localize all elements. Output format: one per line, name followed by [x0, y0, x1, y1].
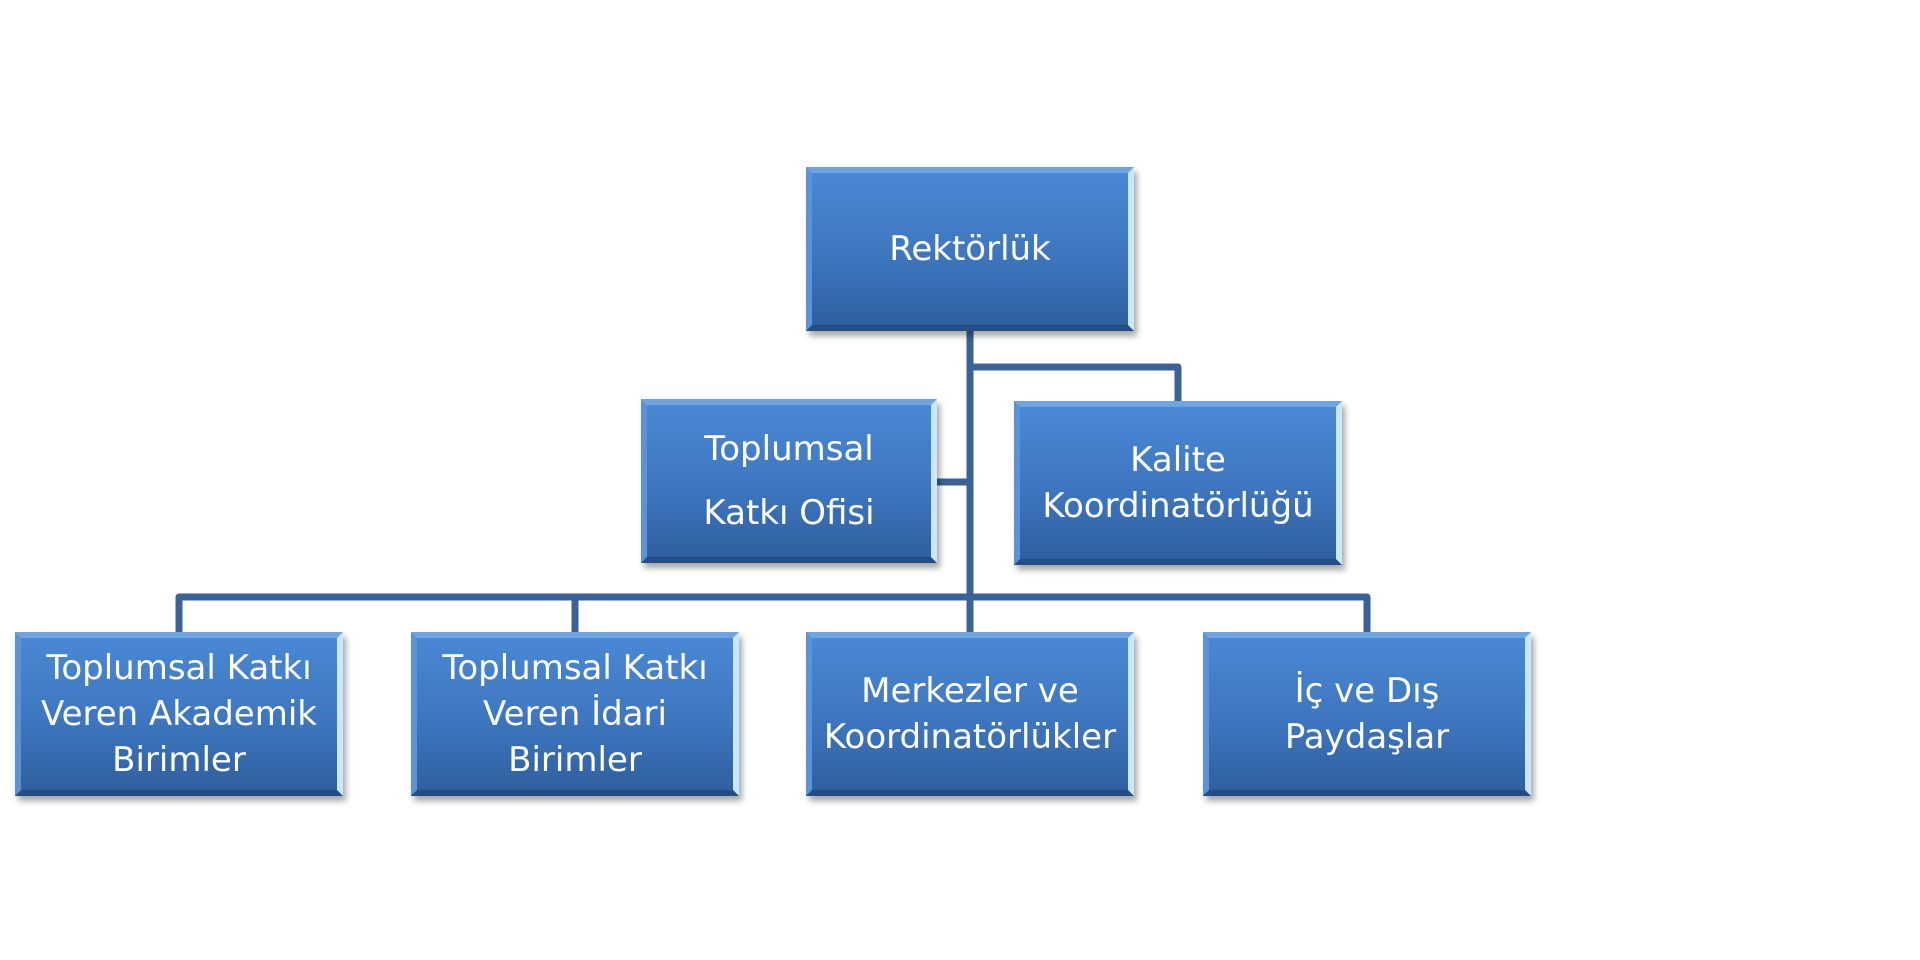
connector-bottom-bus	[175, 593, 1371, 636]
node-paydaslar-label: İç ve Dış Paydaşlar	[1284, 671, 1450, 757]
node-akademik-birimler: Toplumsal Katkı Veren Akademik Birimler	[15, 632, 343, 796]
node-idari-birimler-label: Toplumsal Katkı Veren İdari Birimler	[442, 648, 708, 780]
node-rektorluk-label: Rektörlük	[889, 229, 1051, 269]
node-rektorluk: Rektörlük	[806, 167, 1134, 331]
node-idari-birimler: Toplumsal Katkı Veren İdari Birimler	[411, 632, 739, 796]
node-merkezler: Merkezler ve Koordinatörlükler	[806, 632, 1134, 796]
node-toplumsal-katki-ofisi-label: Toplumsal Katkı Ofisi	[703, 429, 875, 533]
node-merkezler-label: Merkezler ve Koordinatörlükler	[823, 671, 1117, 757]
node-paydaslar: İç ve Dış Paydaşlar	[1203, 632, 1531, 796]
connector-kalite	[966, 363, 1182, 405]
node-kalite-koordinatorlugu-label: Kalite Koordinatörlüğü	[1042, 440, 1314, 526]
node-kalite-koordinatorlugu: Kalite Koordinatörlüğü	[1014, 401, 1342, 565]
node-toplumsal-katki-ofisi: Toplumsal Katkı Ofisi	[641, 399, 937, 563]
node-akademik-birimler-label: Toplumsal Katkı Veren Akademik Birimler	[41, 648, 317, 780]
